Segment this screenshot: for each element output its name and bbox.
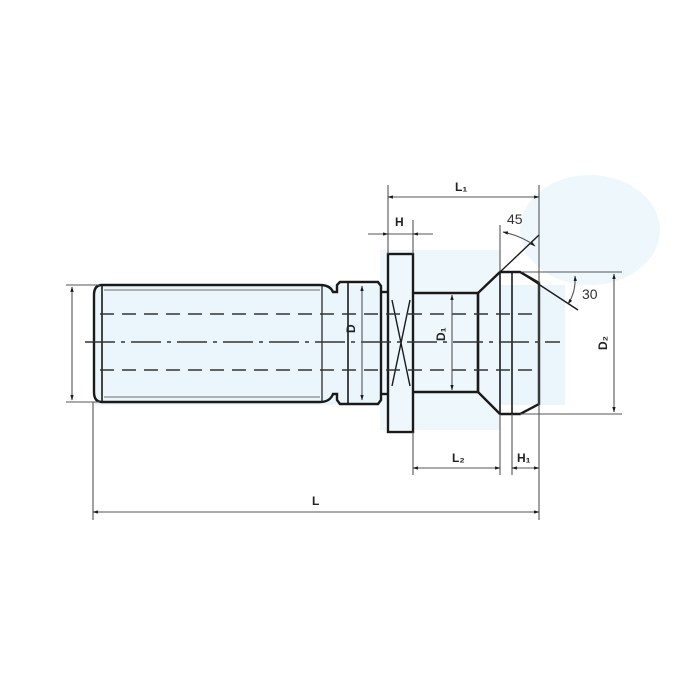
label-H1: H₁	[517, 451, 531, 465]
label-L2: L₂	[452, 451, 465, 465]
label-D: D	[344, 324, 358, 333]
angle-45: 45	[507, 211, 523, 227]
background-tint	[95, 175, 660, 430]
dimension-lines	[66, 185, 622, 520]
label-H: H	[395, 215, 404, 229]
hidden-lines	[100, 313, 540, 371]
label-L: L	[312, 494, 319, 508]
label-D1: D₁	[434, 327, 448, 341]
label-L1: L₁	[455, 180, 467, 194]
label-D2: D₂	[596, 336, 610, 350]
thread-lines	[104, 289, 320, 398]
angle-30: 30	[582, 286, 598, 302]
